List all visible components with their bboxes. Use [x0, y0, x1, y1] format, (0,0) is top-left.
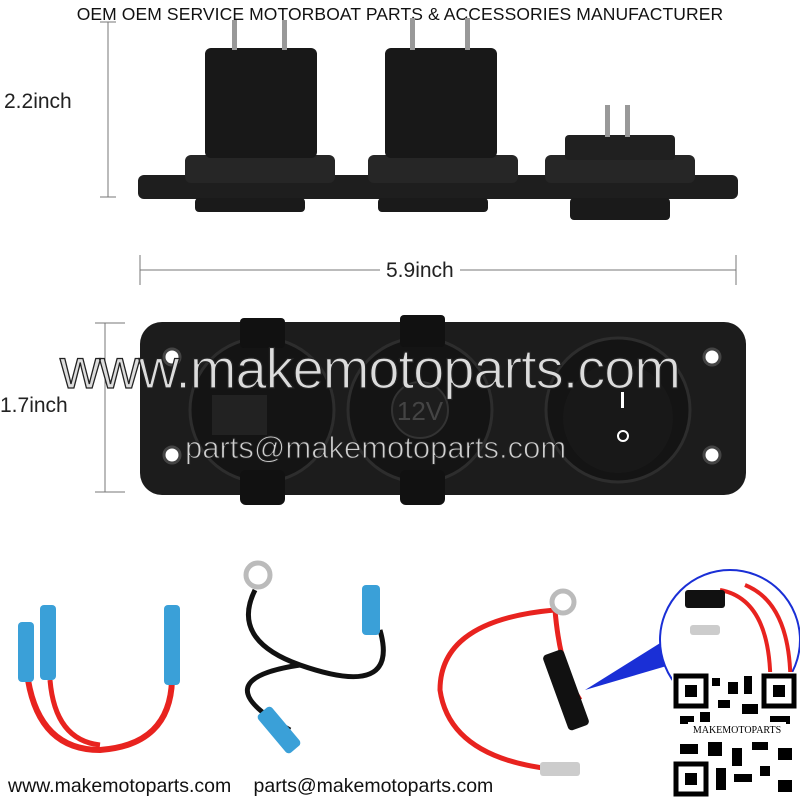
- width-label: 5.9inch: [380, 259, 460, 283]
- watermark-email: parts@makemotoparts.com: [184, 430, 567, 466]
- height-front-label: 1.7inch: [0, 394, 68, 417]
- switch-off-mark: [617, 430, 629, 442]
- top-view: [100, 18, 738, 220]
- watermark-site: www.makemotoparts.com: [59, 336, 681, 400]
- headline: OEM OEM SERVICE MOTORBOAT PARTS & ACCESS…: [76, 4, 724, 24]
- qr-label: MAKEMOTOPARTS: [693, 725, 781, 736]
- socket-label: 12V: [397, 396, 444, 426]
- footer-email: parts@makemotoparts.com: [253, 775, 494, 797]
- footer-contact: www.makemotoparts.com parts@makemotopart…: [8, 775, 493, 798]
- qr-code: MAKEMOTOPARTS: [672, 672, 798, 798]
- footer-site: www.makemotoparts.com: [8, 775, 232, 797]
- height-top-label: 2.2inch: [4, 90, 72, 114]
- switch-on-mark: [621, 392, 624, 408]
- front-panel: 12V: [140, 315, 746, 505]
